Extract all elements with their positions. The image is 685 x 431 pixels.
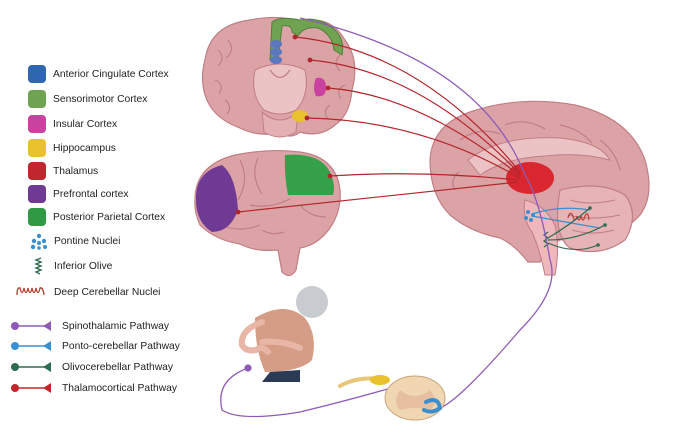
posterior-parietal-swatch (28, 208, 46, 226)
spinal-cord-section (338, 375, 446, 421)
legend-item-pontine-nuclei: Pontine Nuclei (28, 231, 120, 251)
legend-label: Pontine Nuclei (54, 235, 121, 247)
legend-item-spinothalamic: Spinothalamic Pathway (10, 318, 169, 334)
spinothalamic-pathway-icon (11, 321, 51, 331)
person-figure (238, 286, 328, 382)
legend-item-thalamus: Thalamus (28, 161, 98, 181)
insular-swatch (28, 115, 46, 133)
prefrontal-swatch (28, 185, 46, 203)
inferior-olive-icon (34, 257, 43, 275)
legend-item-inferior-olive: Inferior Olive (28, 256, 112, 276)
legend-label: Posterior Parietal Cortex (53, 211, 166, 223)
legend-item-anterior-cingulate: Anterior Cingulate Cortex (28, 64, 169, 84)
legend-label: Hippocampus (53, 142, 116, 154)
legend-item-posterior-parietal: Posterior Parietal Cortex (28, 207, 165, 227)
sensorimotor-swatch (28, 90, 46, 108)
lateral-brain (194, 149, 341, 277)
sensorimotor-cortex (269, 17, 344, 61)
anterior-cingulate-swatch (28, 65, 46, 83)
legend-label: Olivocerebellar Pathway (62, 361, 174, 373)
deep-cerebellar-nuclei (567, 212, 590, 221)
anterior-cingulate-cortex (270, 40, 282, 64)
hippocampus-swatch (28, 139, 46, 157)
legend-label: Spinothalamic Pathway (62, 320, 170, 332)
legend-label: Deep Cerebellar Nuclei (54, 286, 161, 298)
legend-label: Insular Cortex (53, 118, 118, 130)
head (296, 286, 328, 318)
legend-item-thalamocortical: Thalamocortical Pathway (10, 380, 177, 396)
legend-label: Prefrontal cortex (53, 188, 129, 200)
legend-item-olivocerebellar: Olivocerebellar Pathway (10, 359, 173, 375)
legend-item-hippocampus: Hippocampus (28, 138, 116, 158)
thalamus-swatch (28, 162, 46, 180)
hippocampus (292, 110, 308, 122)
legend-item-insular: Insular Cortex (28, 114, 117, 134)
legend-item-sensorimotor: Sensorimotor Cortex (28, 89, 147, 109)
pontine-nuclei-icon (30, 233, 47, 250)
legend-label: Inferior Olive (54, 260, 113, 272)
legend-item-ponto-cerebellar: Ponto-cerebellar Pathway (10, 338, 180, 354)
deep-cerebellar-nuclei-icon (16, 287, 45, 296)
posterior-parietal-cortex (284, 154, 334, 195)
legend-label: Sensorimotor Cortex (53, 93, 148, 105)
legend-label: Thalamus (53, 165, 99, 177)
thalamocortical-pathways (237, 36, 521, 213)
insular-cortex (314, 77, 326, 97)
thalamocortical-pathway-icon (11, 383, 51, 393)
prefrontal-cortex (195, 165, 238, 232)
legend-item-prefrontal: Prefrontal cortex (28, 184, 129, 204)
legend-item-deep-cerebellar: Deep Cerebellar Nuclei (14, 282, 160, 302)
legend-label: Anterior Cingulate Cortex (53, 68, 169, 80)
legend-label: Thalamocortical Pathway (62, 382, 178, 394)
ponto-cerebellar-pathway-icon (11, 341, 51, 351)
coronal-brain-section (201, 16, 356, 138)
sagittal-brain (429, 100, 650, 276)
olivocerebellar-pathway-icon (11, 362, 51, 372)
legend-label: Ponto-cerebellar Pathway (62, 340, 180, 352)
legend: Anterior Cingulate Cortex Sensorimotor C… (0, 0, 200, 431)
